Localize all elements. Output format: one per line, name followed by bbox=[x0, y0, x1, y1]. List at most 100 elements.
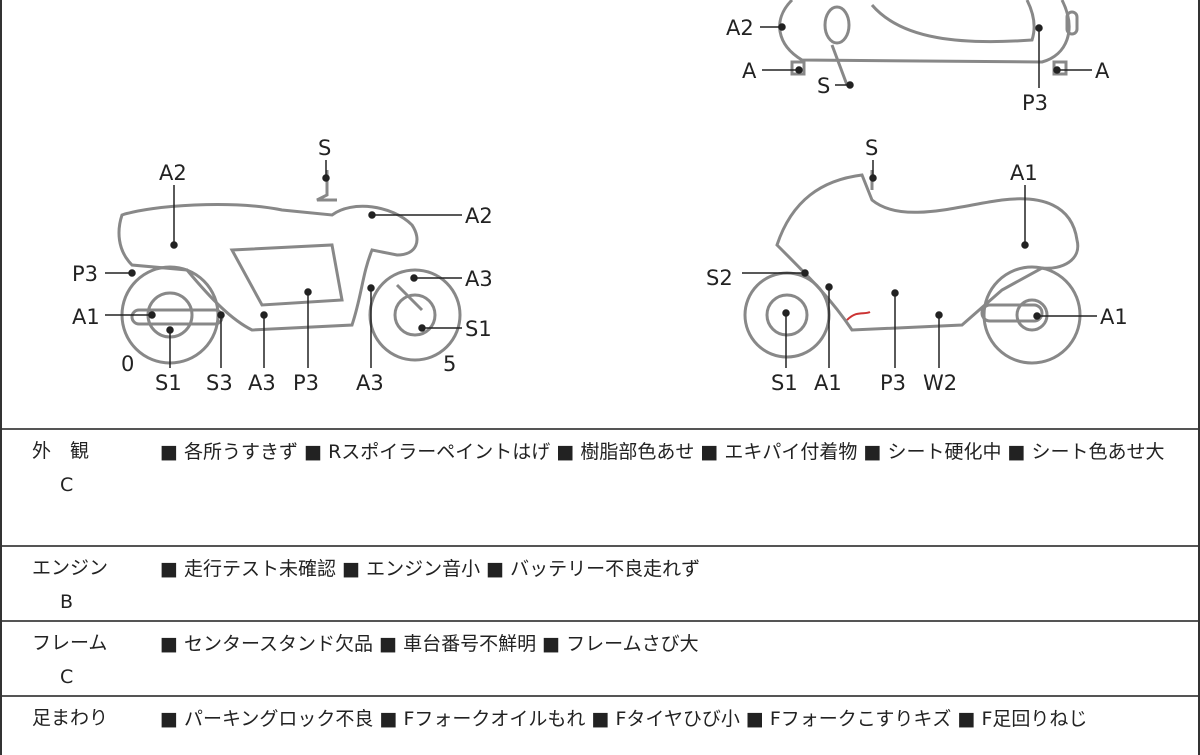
label: A2 bbox=[159, 161, 187, 185]
label: A bbox=[742, 59, 757, 83]
scooter-top-view bbox=[778, 0, 1079, 86]
top-view-labels: A2 A S P3 A bbox=[726, 16, 1110, 115]
category-name: 足まわり bbox=[32, 707, 109, 729]
scooter-right-view bbox=[743, 170, 1082, 365]
bullet-icon: ■ bbox=[591, 708, 610, 730]
label: S3 bbox=[206, 371, 233, 395]
bullet-icon: ■ bbox=[342, 558, 361, 580]
bullet-icon: ■ bbox=[160, 558, 178, 580]
bullet-icon: ■ bbox=[160, 708, 178, 730]
condition-item: ■ Fフォークこすりキズ bbox=[746, 708, 952, 730]
label: A3 bbox=[356, 371, 384, 395]
label: A1 bbox=[1100, 305, 1128, 329]
bullet-icon: ■ bbox=[957, 708, 976, 730]
bullet-icon: ■ bbox=[160, 633, 178, 655]
item-text: Fタイヤひび小 bbox=[615, 708, 740, 730]
label: P3 bbox=[880, 371, 906, 395]
label: S1 bbox=[771, 371, 798, 395]
item-text: バッテリー不良走れず bbox=[510, 558, 701, 580]
item-list: ■ 各所うすきず ■ Rスポイラーペイントはげ ■ 樹脂部色あせ ■ エキパイ付… bbox=[142, 430, 1198, 545]
condition-item: ■ エキパイ付着物 bbox=[700, 441, 857, 463]
label: A3 bbox=[465, 267, 493, 291]
item-text: フレームさび大 bbox=[566, 633, 699, 655]
label: 0 bbox=[121, 352, 134, 376]
condition-item: ■ 各所うすきず bbox=[160, 441, 298, 463]
condition-item: ■ F足回りねじ bbox=[957, 708, 1087, 730]
item-text: 各所うすきず bbox=[184, 441, 299, 463]
item-text: シート硬化中 bbox=[887, 441, 1002, 463]
item-list: ■ 走行テスト未確認 ■ エンジン音小 ■ バッテリー不良走れず bbox=[142, 547, 1198, 620]
condition-item: ■ エンジン音小 bbox=[342, 558, 480, 580]
item-text: 走行テスト未確認 bbox=[184, 558, 337, 580]
item-text: エンジン音小 bbox=[366, 558, 481, 580]
item-text: エキパイ付着物 bbox=[724, 441, 858, 463]
bullet-icon: ■ bbox=[304, 441, 323, 463]
label: A2 bbox=[726, 16, 754, 40]
row-suspension: 足まわり ■ パーキングロック不良 ■ Fフォークオイルもれ ■ Fタイヤひび小… bbox=[2, 695, 1198, 755]
label: P3 bbox=[1022, 91, 1048, 115]
label: A1 bbox=[72, 305, 100, 329]
label: S1 bbox=[465, 317, 492, 341]
item-text: Fフォークオイルもれ bbox=[403, 708, 586, 730]
item-text: Rスポイラーペイントはげ bbox=[328, 441, 551, 463]
left-view-labels: S A2 A2 P3 A3 A1 S1 0 5 S1 S3 A3 P3 A3 bbox=[72, 136, 493, 395]
category-grade: C bbox=[60, 474, 74, 496]
label: W2 bbox=[923, 371, 957, 395]
condition-item: ■ 走行テスト未確認 bbox=[160, 558, 336, 580]
bullet-icon: ■ bbox=[863, 441, 882, 463]
condition-item: ■ 車台番号不鮮明 bbox=[379, 633, 536, 655]
category-name: エンジン bbox=[32, 557, 109, 579]
condition-item: ■ Rスポイラーペイントはげ bbox=[304, 441, 550, 463]
right-view-labels: S A1 S2 A1 S1 A1 P3 W2 bbox=[706, 136, 1128, 395]
item-text: F足回りねじ bbox=[981, 708, 1088, 730]
item-text: パーキングロック不良 bbox=[184, 708, 374, 730]
category-name: フレーム bbox=[32, 632, 108, 654]
condition-table: 外 観 C ■ 各所うすきず ■ Rスポイラーペイントはげ ■ 樹脂部色あせ ■ … bbox=[0, 428, 1200, 755]
label: A1 bbox=[1010, 161, 1038, 185]
label: S bbox=[817, 74, 830, 98]
condition-item: ■ センタースタンド欠品 bbox=[160, 633, 373, 655]
item-text: シート色あせ大 bbox=[1031, 441, 1165, 463]
item-text: 車台番号不鮮明 bbox=[403, 633, 537, 655]
bullet-icon: ■ bbox=[745, 708, 764, 730]
condition-item: ■ 樹脂部色あせ bbox=[556, 441, 694, 463]
label: S bbox=[865, 136, 878, 160]
item-list: ■ センタースタンド欠品 ■ 車台番号不鮮明 ■ フレームさび大 bbox=[142, 622, 1198, 695]
item-text: 樹脂部色あせ bbox=[580, 441, 695, 463]
label: P3 bbox=[293, 371, 319, 395]
item-text: センタースタンド欠品 bbox=[184, 633, 374, 655]
label: A2 bbox=[465, 204, 493, 228]
item-list: ■ パーキングロック不良 ■ Fフォークオイルもれ ■ Fタイヤひび小 ■ Fフ… bbox=[142, 697, 1198, 755]
label: A bbox=[1095, 59, 1110, 83]
bullet-icon: ■ bbox=[1007, 441, 1026, 463]
row-frame: フレーム C ■ センタースタンド欠品 ■ 車台番号不鮮明 ■ フレームさび大 bbox=[2, 620, 1198, 695]
damage-diagram: A2 A S P3 A S A2 A2 P3 A3 A1 S1 0 5 S1 S… bbox=[0, 0, 1200, 428]
bullet-icon: ■ bbox=[556, 441, 575, 463]
category-grade: C bbox=[60, 666, 74, 688]
condition-item: ■ シート硬化中 bbox=[863, 441, 1001, 463]
label: A1 bbox=[814, 371, 842, 395]
bullet-icon: ■ bbox=[379, 633, 398, 655]
condition-item: ■ パーキングロック不良 bbox=[160, 708, 373, 730]
scooter-diagrams: A2 A S P3 A S A2 A2 P3 A3 A1 S1 0 5 S1 S… bbox=[72, 0, 1128, 395]
callout-lines bbox=[105, 23, 1097, 368]
bullet-icon: ■ bbox=[700, 441, 719, 463]
condition-item: ■ Fフォークオイルもれ bbox=[379, 708, 585, 730]
condition-item: ■ バッテリー不良走れず bbox=[486, 558, 700, 580]
condition-item: ■ フレームさび大 bbox=[542, 633, 698, 655]
label: P3 bbox=[72, 262, 98, 286]
category-name: 外 観 bbox=[32, 440, 90, 462]
bullet-icon: ■ bbox=[379, 708, 398, 730]
category-grade: B bbox=[60, 591, 74, 613]
label: S1 bbox=[155, 371, 182, 395]
bullet-icon: ■ bbox=[160, 441, 178, 463]
label: S bbox=[318, 136, 331, 160]
bullet-icon: ■ bbox=[486, 558, 505, 580]
condition-item: ■ Fタイヤひび小 bbox=[591, 708, 739, 730]
label: S2 bbox=[706, 266, 733, 290]
label: 5 bbox=[443, 352, 456, 376]
bullet-icon: ■ bbox=[542, 633, 561, 655]
label: A3 bbox=[248, 371, 276, 395]
condition-item: ■ シート色あせ大 bbox=[1008, 441, 1165, 463]
row-engine: エンジン B ■ 走行テスト未確認 ■ エンジン音小 ■ バッテリー不良走れず bbox=[2, 545, 1198, 620]
